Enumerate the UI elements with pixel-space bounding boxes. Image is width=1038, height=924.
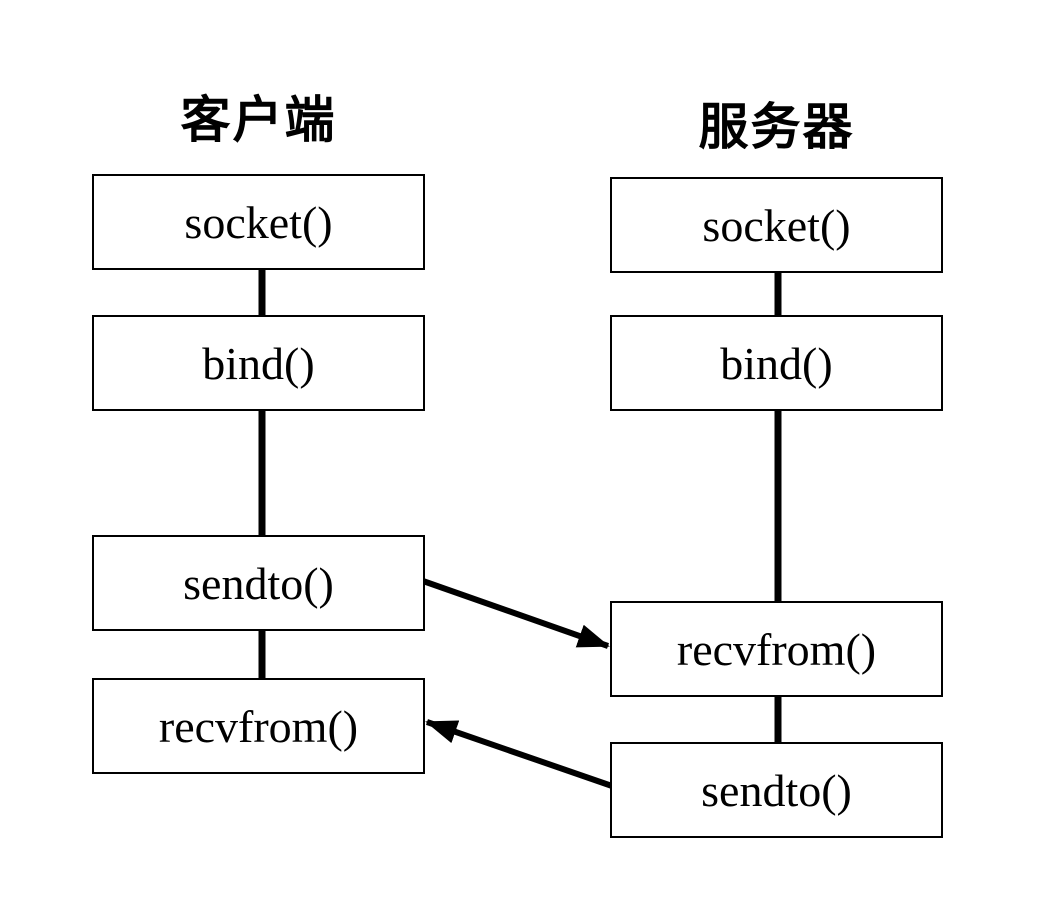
client-box-bind: bind() — [92, 315, 425, 411]
client-column-title: 客户端 — [180, 92, 337, 148]
client-box-sendto: sendto() — [92, 535, 425, 631]
server-box-recvfrom: recvfrom() — [610, 601, 943, 697]
arrow-server-sendto-to-client-recvfrom — [425, 719, 613, 789]
server-box-bind: bind() — [610, 315, 943, 411]
server-box-sendto: sendto() — [610, 742, 943, 838]
client-box-socket: socket() — [92, 174, 425, 270]
client-box-recvfrom: recvfrom() — [92, 678, 425, 774]
server-column-title: 服务器 — [698, 99, 855, 155]
server-box-socket: socket() — [610, 177, 943, 273]
arrow-client-sendto-to-server-recvfrom — [422, 578, 610, 649]
